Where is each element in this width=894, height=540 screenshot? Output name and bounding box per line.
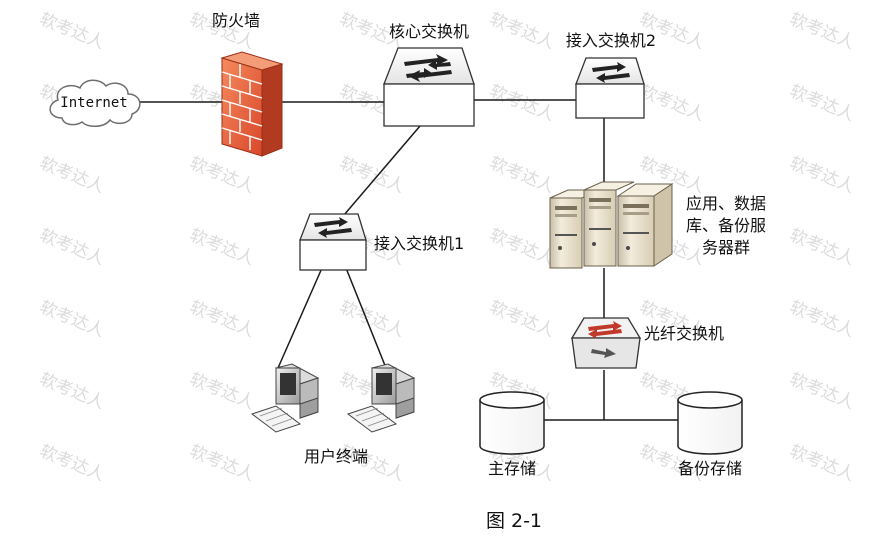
- storage-cylinder-icon: [677, 400, 743, 455]
- user-terminal-label: 用户终端: [304, 447, 368, 466]
- access-switch-2-label: 接入交换机2: [566, 31, 656, 50]
- watermark-text: 软考达人: [187, 369, 258, 413]
- backup-storage-label: 备份存储: [678, 459, 742, 478]
- server-group-label-line3: 务器群: [702, 238, 750, 257]
- core-switch-label: 核心交换机: [389, 22, 469, 41]
- watermark-text: 软考达人: [37, 153, 108, 197]
- watermark-text: 软考达人: [487, 81, 558, 125]
- connections: [140, 99, 684, 421]
- watermark-text: 软考达人: [487, 225, 558, 269]
- fiber-switch-arrows-icon: [588, 321, 622, 358]
- main-storage-label: 主存储: [488, 459, 536, 478]
- computer-icon: [250, 363, 320, 433]
- watermark-text: 软考达人: [787, 81, 858, 125]
- core-switch: 核心交换机: [383, 22, 475, 127]
- cloud-icon: [49, 79, 141, 127]
- watermark-text: 软考达人: [787, 225, 858, 269]
- figure-caption: 图 2-1: [486, 510, 542, 532]
- watermark-text: 软考达人: [787, 297, 858, 341]
- server-icon: [583, 181, 635, 267]
- watermark-text: 软考达人: [37, 369, 108, 413]
- switch-arrows-icon: [404, 54, 452, 82]
- link-access1-terminal-left: [277, 267, 323, 369]
- storage-cylinder-icon: [479, 400, 545, 455]
- switch-arrows-icon: [592, 62, 630, 83]
- watermark-text: 软考达人: [187, 225, 258, 269]
- access-switch-1: 接入交换机1: [299, 213, 464, 271]
- server-group-label-line1: 应用、数据: [686, 194, 766, 213]
- server-icon: [549, 189, 601, 269]
- firewall-label: 防火墙: [212, 11, 260, 30]
- watermark-text: 软考达人: [337, 153, 408, 197]
- watermark-text: 软考达人: [487, 153, 558, 197]
- watermark-text: 软考达人: [787, 153, 858, 197]
- link-core-access1: [343, 125, 421, 216]
- watermark-text: 软考达人: [787, 369, 858, 413]
- watermark-text: 软考达人: [337, 297, 408, 341]
- main-storage: 主存储: [479, 391, 545, 478]
- switch-arrows-icon: [314, 217, 352, 238]
- watermark-text: 软考达人: [637, 81, 708, 125]
- watermark-text: 软考达人: [187, 153, 258, 197]
- user-terminal-group: 用户终端: [250, 363, 416, 466]
- brick-wall-icon: [221, 64, 263, 150]
- internet-cloud: Internet: [49, 79, 141, 127]
- computer-icon: [346, 363, 416, 433]
- watermark-text: 软考达人: [37, 441, 108, 485]
- watermark-text: 软考达人: [37, 9, 108, 53]
- firewall: 防火墙: [212, 11, 284, 157]
- access-switch-1-label: 接入交换机1: [374, 234, 464, 253]
- fiber-switch: 光纤交换机: [570, 317, 724, 369]
- server-icon: [616, 183, 674, 267]
- link-access1-terminal-right: [345, 267, 387, 369]
- watermark-text: 软考达人: [487, 297, 558, 341]
- watermark-text: 软考达人: [787, 9, 858, 53]
- watermark-text: 软考达人: [187, 297, 258, 341]
- fiber-switch-label: 光纤交换机: [644, 324, 724, 343]
- access-switch-2: 接入交换机2: [566, 31, 656, 119]
- watermark-text: 软考达人: [37, 297, 108, 341]
- server-group-label-line2: 库、备份服: [686, 216, 766, 235]
- watermark-text: 软考达人: [37, 225, 108, 269]
- watermark-text: 软考达人: [187, 441, 258, 485]
- internet-label: Internet: [60, 95, 127, 111]
- watermark-text: 软考达人: [487, 9, 558, 53]
- watermark-text: 软考达人: [787, 441, 858, 485]
- server-group: 应用、数据 库、备份服 务器群: [549, 181, 766, 269]
- backup-storage: 备份存储: [677, 391, 743, 478]
